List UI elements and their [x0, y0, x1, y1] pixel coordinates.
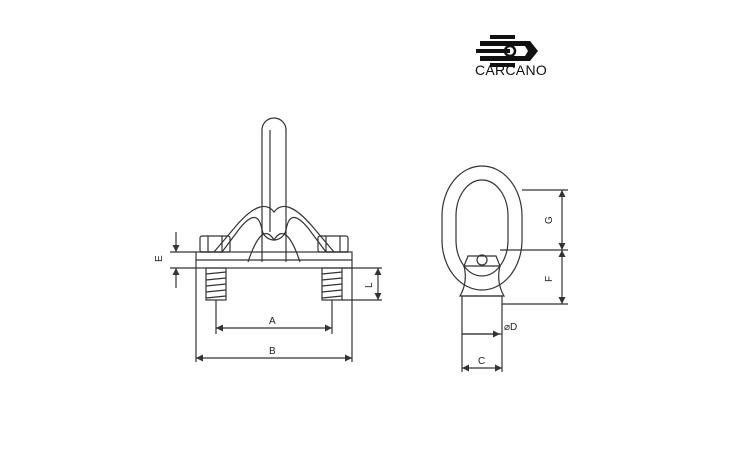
- dimension-b-label: B: [269, 346, 276, 357]
- dimension-e-label: E: [154, 255, 165, 262]
- dimension-l-label: L: [364, 282, 375, 288]
- carcano-logo-icon: [476, 35, 538, 67]
- brand-name: CARCANO: [474, 62, 548, 78]
- dimension-d-label: ⌀D: [504, 322, 517, 333]
- dimension-f-label: F: [544, 276, 555, 282]
- side-view: [441, 165, 568, 372]
- front-view: [170, 117, 382, 362]
- dimension-g-label: G: [544, 216, 555, 224]
- dimension-a-label: A: [269, 316, 276, 327]
- dimension-c-label: C: [478, 356, 485, 367]
